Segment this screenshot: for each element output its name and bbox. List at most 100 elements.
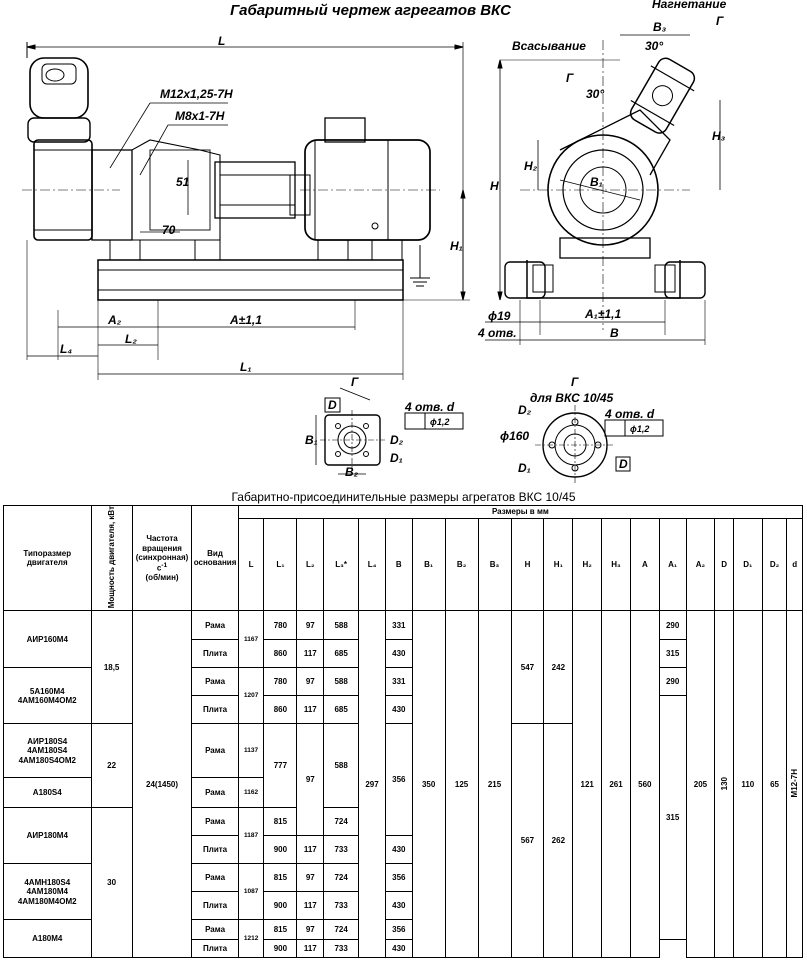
- dim-A: A±1,1: [229, 313, 262, 327]
- cell-L1: 815: [263, 919, 298, 941]
- hdr-col: L₁: [263, 517, 298, 612]
- cell-L1: 815: [263, 807, 298, 837]
- table-row: 4АМН180S4 4АМ180М4 4АМ180М4ОМ2 Рама 1087…: [3, 863, 803, 921]
- dim-B: B: [610, 326, 619, 340]
- dim-H: H: [490, 179, 499, 193]
- cell-L: 1207: [237, 667, 265, 725]
- cell-A2: 205: [685, 610, 716, 959]
- cell-B: 331: [384, 667, 413, 697]
- cell-motor: АИР160М4: [3, 610, 92, 669]
- cell-L4: 297: [358, 610, 386, 959]
- cell-base: Рама: [191, 863, 239, 893]
- cell-L2: 117: [296, 835, 325, 865]
- table-row: А180М4 Рама 1212 815 97 724 356: [3, 919, 803, 959]
- cell-D2: 65: [761, 610, 788, 959]
- detail-round-flange: [535, 405, 664, 485]
- cell-L1: 860: [263, 695, 298, 725]
- cell-L3: 588: [323, 610, 360, 641]
- cell-H: 547: [510, 610, 545, 725]
- cell-motor: АИР180S4 4АМ180S4 4АМ180S4ОМ2: [3, 723, 92, 779]
- cell-L1: 780: [263, 610, 298, 641]
- front-view: [485, 34, 721, 345]
- hdr-motor: Типоразмер двигателя: [3, 504, 92, 612]
- cell-L3: 733: [323, 835, 360, 865]
- cell-L2: 97: [296, 919, 325, 941]
- label-m8: M8x1-7H: [175, 109, 225, 123]
- cell-B: 430: [384, 939, 413, 959]
- hdr-col: D: [714, 517, 734, 612]
- cell-L3: 724: [323, 863, 360, 893]
- hdr-col: H₁: [543, 517, 574, 612]
- cell-speed: 24(1450): [131, 610, 193, 959]
- table-row: 5А160М4 4АМ160М4ОМ2 Рама 1207 780 97 588…: [3, 667, 803, 725]
- cell-motor: АИР180М4: [3, 807, 92, 865]
- cell-L: 1162: [237, 777, 265, 809]
- hdr-col: A₁: [658, 517, 687, 612]
- section-G: Г: [351, 375, 359, 389]
- cell-base: Рама: [191, 777, 239, 809]
- label-4-holes-d-2: 4 отв. d: [604, 407, 655, 421]
- label-D2-round: D₂: [518, 403, 532, 417]
- dim-phi19: ϕ19: [488, 309, 511, 323]
- label-D1: D₁: [390, 451, 403, 465]
- cell-L2: 97: [296, 610, 325, 641]
- cell-L2: 97: [296, 863, 325, 893]
- cell-base: Плита: [191, 891, 239, 921]
- label-4-holes-d: 4 отв. d: [404, 400, 455, 414]
- hdr-col: B₂: [444, 517, 479, 612]
- cell-d: М12-7Н: [786, 610, 803, 959]
- cell-B2: 125: [444, 610, 479, 959]
- table-row: Плита 900 117 733 430: [4, 939, 803, 959]
- dim-H1: H₁: [450, 239, 463, 253]
- hdr-col: L₂: [296, 517, 325, 612]
- hdr-col: B₁: [411, 517, 446, 612]
- label-D1-round: D₁: [518, 461, 531, 475]
- cell-base: Плита: [191, 939, 239, 959]
- cell-L1: 777: [263, 723, 298, 809]
- cell-L2: 117: [296, 891, 325, 921]
- cell-B: 430: [384, 891, 413, 921]
- cell-L: 1212: [237, 919, 265, 959]
- cell-L2: 117: [296, 695, 325, 725]
- dimensions-table: Типоразмер двигателя Мощность двигателя,…: [3, 504, 804, 959]
- cell-L1: 780: [263, 667, 298, 697]
- cell-L3: 733: [323, 939, 360, 959]
- table-row: А180S4 Рама 1162: [3, 777, 803, 809]
- table-row: АИР160М4 18,5 24(1450) Рама 1167 780 97 …: [3, 610, 803, 959]
- label-D: D: [328, 398, 337, 412]
- dim-A1: A₁±1,1: [584, 307, 621, 321]
- dim-51: 51: [176, 175, 190, 189]
- cell-base: Плита: [191, 835, 239, 865]
- label-4-holes: 4 отв.: [477, 326, 517, 340]
- table-row: АИР180S4 4АМ180S4 4АМ180S4ОМ2 22 Рама 11…: [3, 723, 803, 959]
- dim-L1: L₁: [240, 360, 252, 374]
- table-row: Плита 860 117 685 430 315: [4, 639, 803, 669]
- cell-A: 560: [629, 610, 660, 959]
- cell-power: 18,5: [90, 610, 133, 725]
- angle-30-b: 30°: [586, 87, 604, 101]
- label-tolerance-2: ϕ1,2: [630, 424, 649, 434]
- section-G-3: Г: [566, 71, 574, 85]
- cell-base: Плита: [191, 639, 239, 669]
- cell-A1: 290: [658, 667, 687, 697]
- cell-H3: 261: [601, 610, 631, 959]
- dim-H3: H₃: [712, 129, 726, 143]
- cell-motor: А180S4: [3, 777, 92, 809]
- hdr-col: L₃*: [323, 517, 360, 612]
- hdr-col: B: [384, 517, 413, 612]
- cell-L2: 97: [296, 723, 325, 837]
- drawing-title: Габаритный чертеж агрегатов ВКС: [230, 2, 511, 19]
- dim-B1-detail: B₁: [305, 433, 318, 447]
- cell-A1: 315: [658, 639, 687, 669]
- hdr-col: D₁: [732, 517, 763, 612]
- dim-H2: H₂: [524, 159, 538, 173]
- cell-L3: 733: [323, 891, 360, 921]
- cell-B: 430: [384, 695, 413, 725]
- cell-base: Рама: [191, 807, 239, 837]
- label-suction: Всасывание: [512, 39, 586, 53]
- hdr-col: H₂: [572, 517, 603, 612]
- cell-base: Плита: [191, 695, 239, 725]
- dim-L: L: [218, 34, 225, 48]
- cell-A1: 290: [658, 610, 687, 641]
- side-view: [22, 42, 470, 401]
